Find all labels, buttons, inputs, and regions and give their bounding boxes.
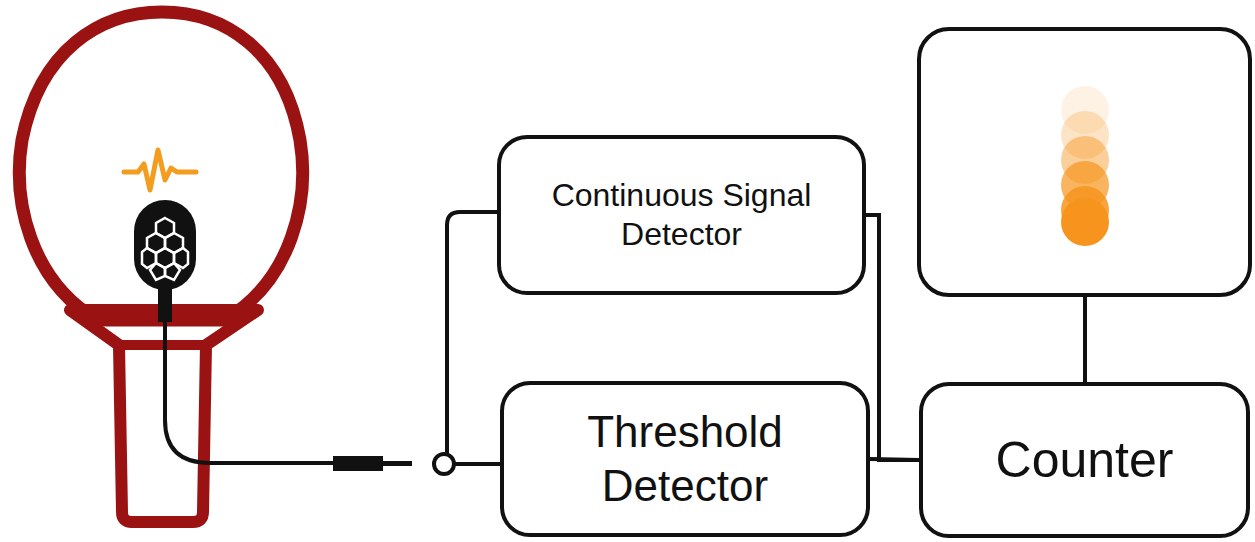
- input-branch-wire: [447, 212, 499, 454]
- display-wire: [1083, 295, 1087, 382]
- box-label: Counter: [996, 430, 1174, 491]
- microphone-neck: [158, 288, 172, 322]
- jack-tip: [382, 461, 412, 466]
- jack-plug: [333, 456, 383, 471]
- display-dots: [1061, 86, 1109, 246]
- box-label: Threshold Detector: [504, 405, 866, 512]
- paddle-blade: [19, 12, 302, 320]
- detector-box: Continuous Signal Detector: [497, 135, 866, 295]
- signal-wire: [870, 459, 919, 460]
- paddle-throat: [119, 340, 206, 350]
- microphone-cable: [165, 320, 335, 463]
- sound-wave: [124, 150, 196, 190]
- detector-box: Threshold Detector: [500, 381, 870, 537]
- input-terminal: [434, 454, 454, 474]
- counter-box: Counter: [919, 382, 1250, 538]
- signal-wire: [866, 215, 919, 460]
- box-label: Continuous Signal Detector: [501, 176, 862, 254]
- microphone: [134, 200, 196, 290]
- input-wire: [454, 462, 502, 466]
- display-box: [919, 29, 1250, 295]
- microphone-grille: [142, 218, 188, 280]
